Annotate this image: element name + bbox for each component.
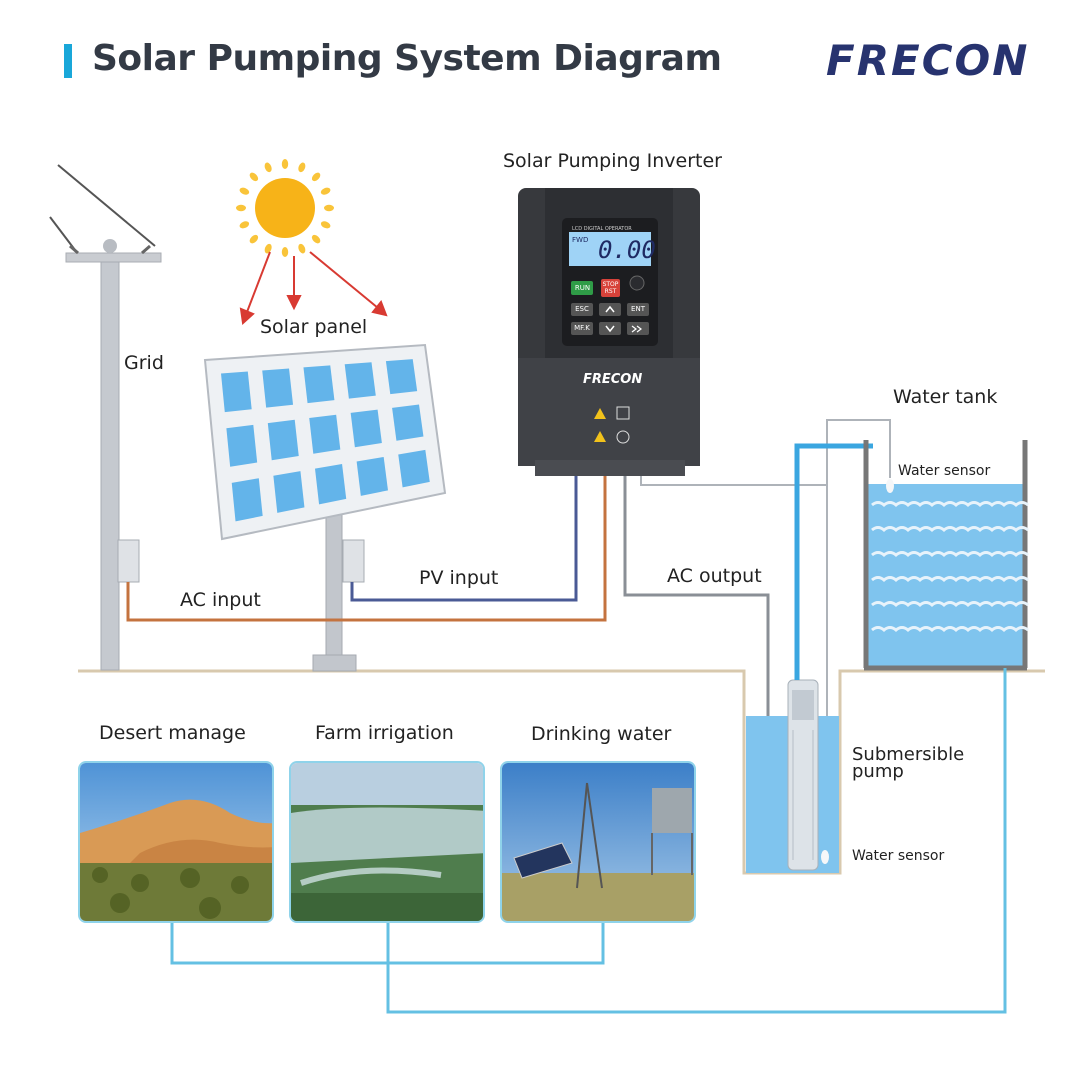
solar-cell — [220, 371, 252, 413]
water-sensor-bottom-icon — [821, 850, 829, 864]
lcd-caption: LCD DIGITAL OPERATOR — [572, 226, 632, 232]
stop-key: STOP RST — [602, 281, 619, 295]
solar-cell — [392, 404, 424, 441]
sun-ray — [239, 187, 250, 195]
solar-cell — [226, 424, 258, 467]
water-tank — [863, 440, 1029, 671]
app-label-farm: Farm irrigation — [315, 722, 454, 744]
sun-ray — [311, 234, 321, 244]
sun-ray — [281, 247, 289, 257]
drinking-water-photo — [500, 761, 696, 923]
sun-ray — [249, 234, 259, 244]
solar-cell — [303, 365, 335, 404]
app-label-desert: Desert manage — [99, 722, 246, 744]
solar-panel-label: Solar panel — [260, 316, 368, 338]
sun-icon — [236, 159, 334, 257]
sun-ray — [311, 172, 321, 182]
solar-cell — [309, 414, 341, 454]
application-link-line-pump — [386, 668, 1007, 1014]
tank-wave — [871, 576, 1029, 582]
ac-input-line — [126, 476, 607, 622]
ac-input-label: AC input — [180, 589, 261, 611]
solar-cell — [344, 362, 376, 399]
sun-ray — [324, 204, 334, 212]
sun-ray — [298, 243, 306, 254]
submersible-pump-label: Submersible pump — [852, 744, 965, 782]
ac-output-line — [623, 476, 770, 810]
farm-irrigation-photo — [289, 761, 485, 923]
pv-input-line — [350, 476, 578, 602]
sun-ray — [320, 221, 331, 229]
brand-logo: FRECON — [826, 36, 1030, 85]
inverter-label: Solar Pumping Inverter — [503, 150, 722, 172]
sensor-line-top — [640, 419, 891, 486]
water-sensor-top-label: Water sensor — [898, 463, 991, 479]
solar-cell — [273, 471, 305, 513]
sun-ray — [281, 159, 289, 169]
mfk-key: MF.K — [574, 324, 590, 332]
app-label-drinking: Drinking water — [531, 723, 672, 745]
tank-wave — [871, 501, 1029, 507]
solar-cell — [262, 368, 294, 408]
desert-photo — [78, 761, 274, 923]
water-pipe — [794, 443, 873, 680]
pv-input-label: PV input — [419, 567, 499, 589]
esc-key: ESC — [575, 305, 589, 313]
water-tank-label: Water tank — [893, 386, 998, 408]
solar-panel-icon — [203, 343, 447, 672]
ac-output-label: AC output — [667, 565, 762, 587]
run-key: RUN — [574, 284, 591, 292]
sun-ray — [298, 162, 306, 173]
solar-cell — [356, 456, 388, 496]
lcd-display-value: 0.00 — [598, 236, 656, 264]
sun-ray — [264, 162, 272, 173]
title-accent-bar — [64, 44, 72, 78]
solar-cell — [398, 449, 430, 488]
tank-wave — [871, 551, 1029, 557]
grid-pole-icon — [49, 164, 162, 671]
sun-ray — [264, 243, 272, 254]
page-title: Solar Pumping System Diagram — [92, 38, 722, 79]
submersible-pump-icon — [787, 679, 819, 871]
solar-cell — [267, 419, 299, 461]
solar-cell — [385, 359, 418, 395]
tank-wave — [871, 626, 1029, 632]
tank-wave — [871, 601, 1029, 607]
water-sensor-top-icon — [886, 479, 894, 493]
sun-ray — [320, 187, 331, 195]
solar-cell — [314, 464, 347, 505]
sun-ray — [239, 221, 250, 229]
solar-cell — [350, 409, 382, 448]
sun-ray — [236, 204, 246, 212]
ent-key: ENT — [631, 305, 645, 313]
tank-wave — [871, 526, 1029, 532]
solar-cell — [231, 478, 263, 522]
sunlight-arrows — [239, 251, 388, 325]
inverter-brand: FRECON — [583, 372, 643, 387]
grid-label: Grid — [124, 352, 164, 374]
sun-ray — [249, 172, 259, 182]
lcd-mode: FWD — [572, 236, 589, 244]
inverter-device — [518, 188, 700, 476]
water-sensor-bottom-label: Water sensor — [852, 848, 945, 864]
